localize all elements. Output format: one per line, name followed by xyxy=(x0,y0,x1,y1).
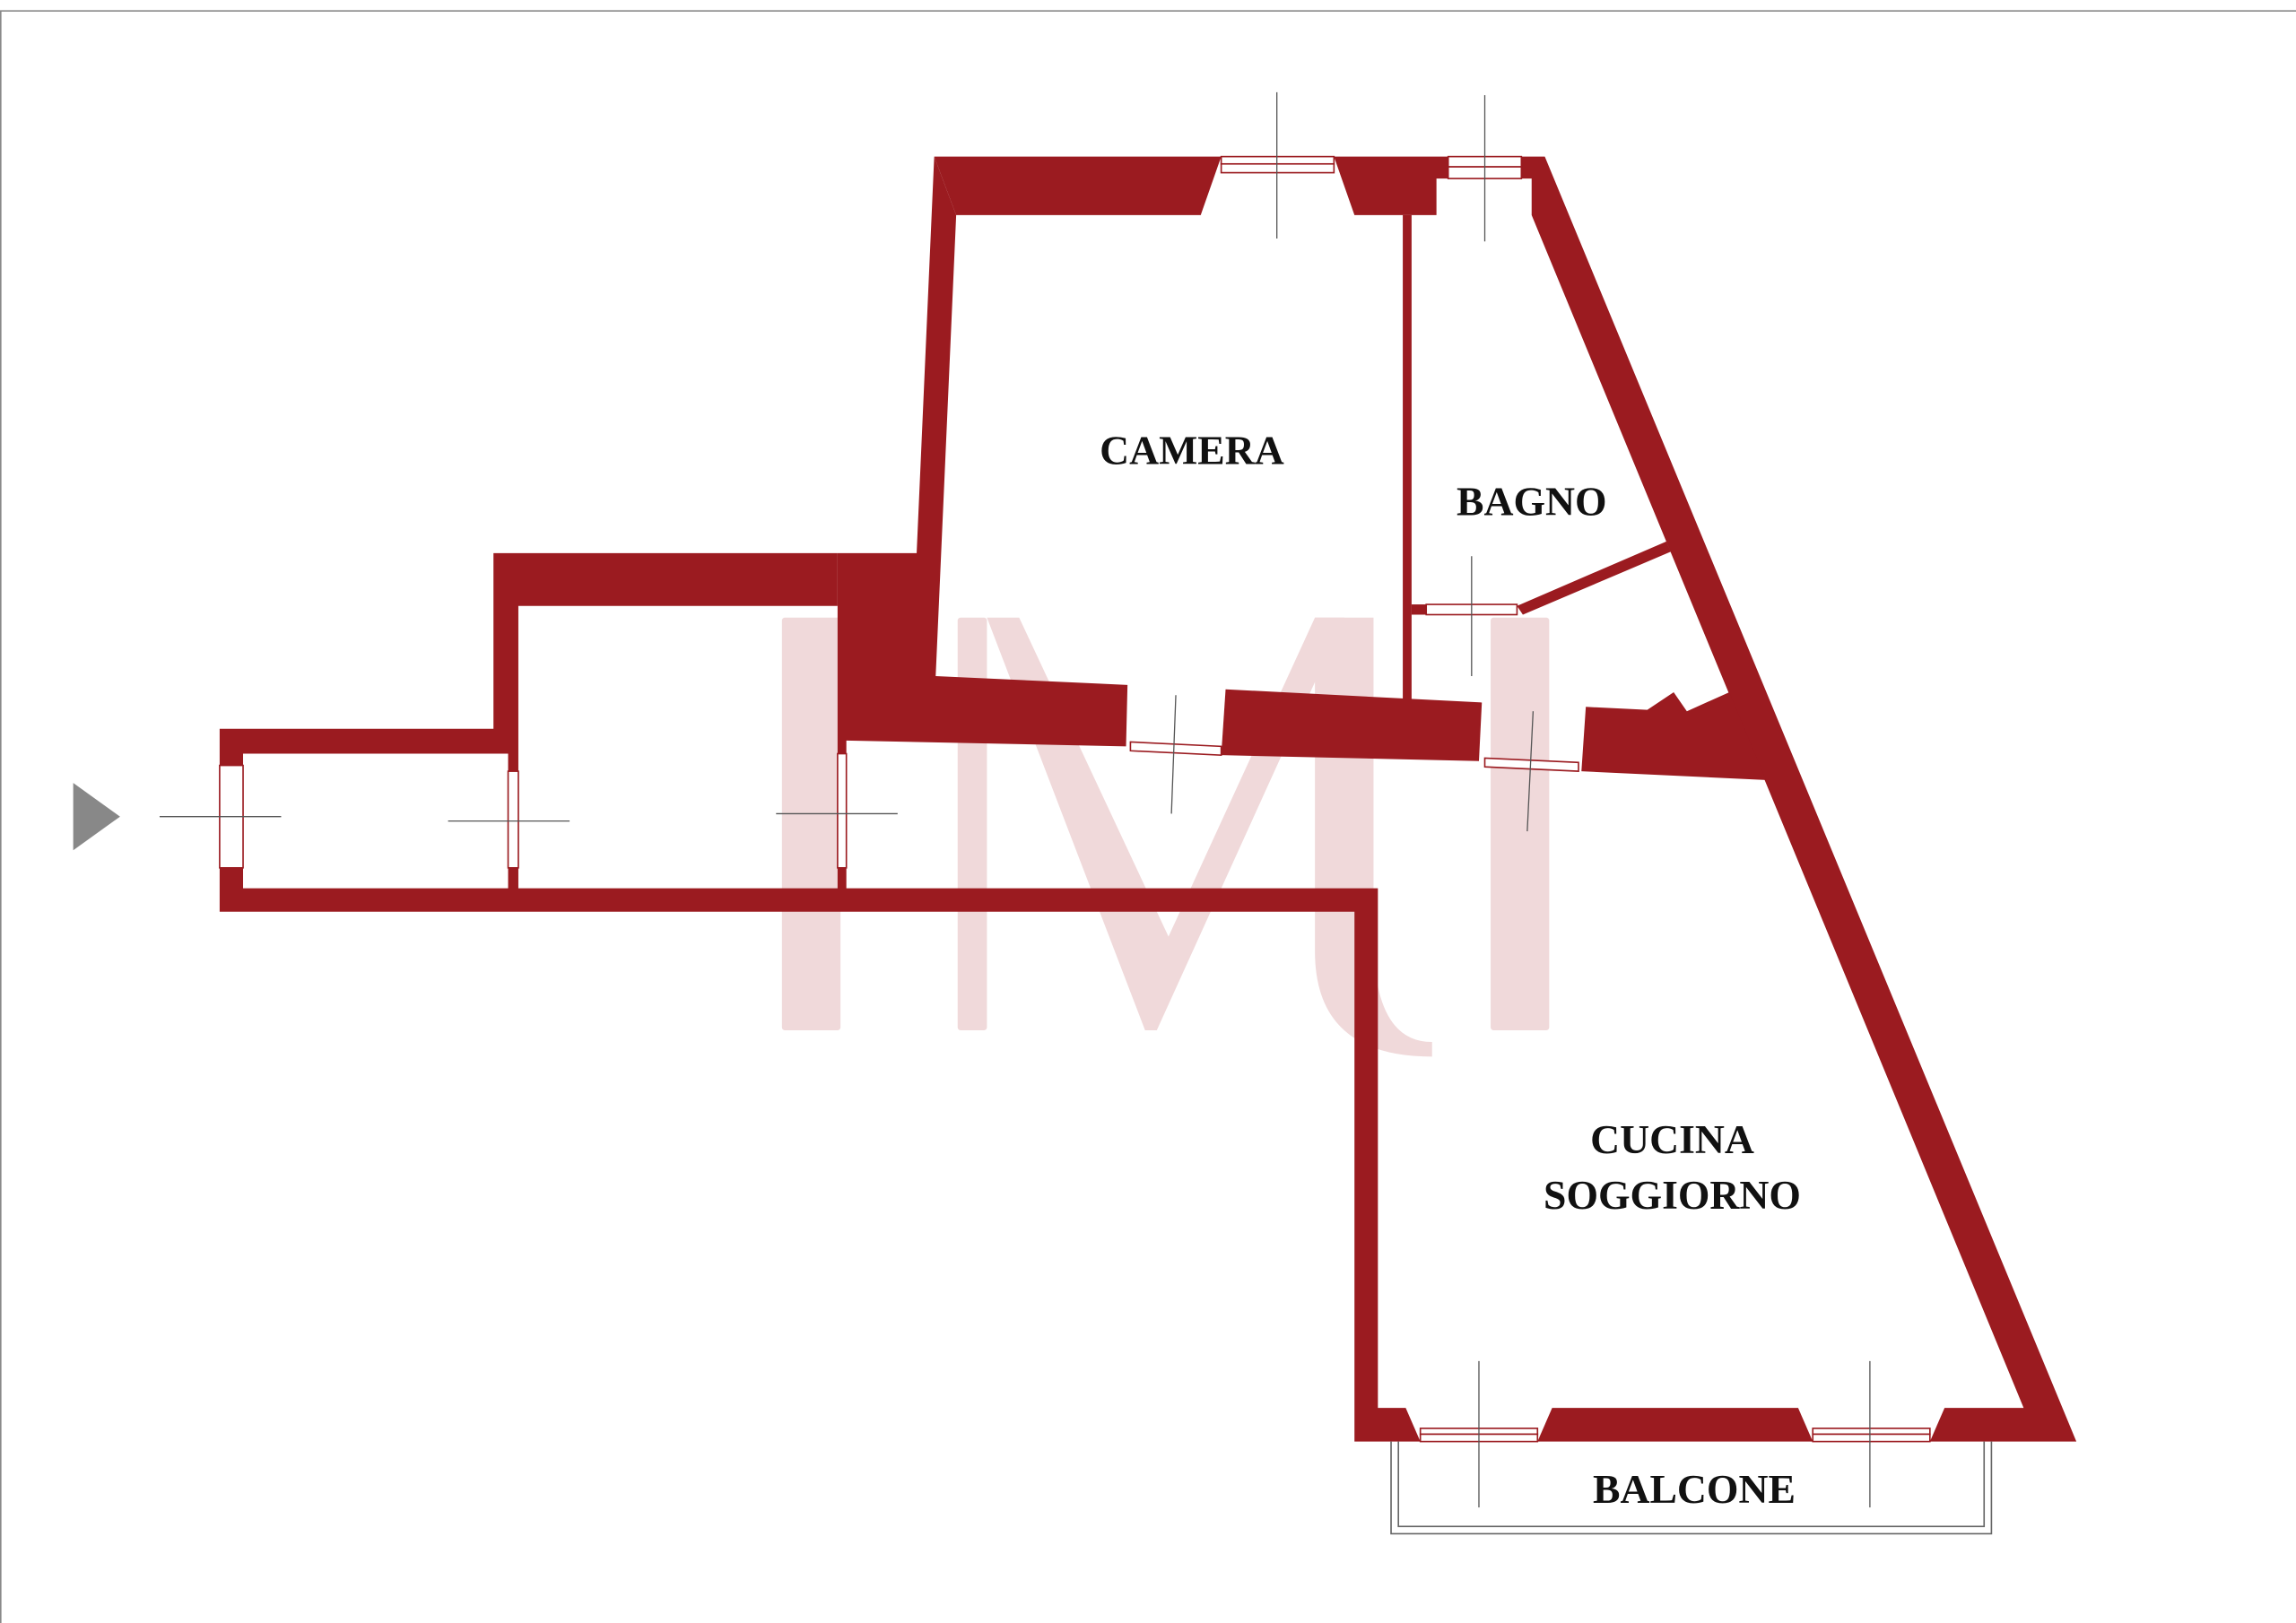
balcony-railing xyxy=(1390,1441,1993,1535)
walls xyxy=(219,156,2077,1442)
room-label-balcone: BALCONE xyxy=(1593,1466,1796,1512)
opening-markers xyxy=(159,91,1871,1508)
room-label-soggiorno: SOGGIORNO xyxy=(1544,1172,1801,1218)
room-label-bagno: BAGNO xyxy=(1457,479,1607,525)
entrance-arrow-icon xyxy=(73,783,120,851)
room-label-camera: CAMERA xyxy=(1100,427,1284,473)
room-label-cucina: CUCINA xyxy=(1590,1116,1754,1162)
page-frame xyxy=(0,10,2296,1623)
